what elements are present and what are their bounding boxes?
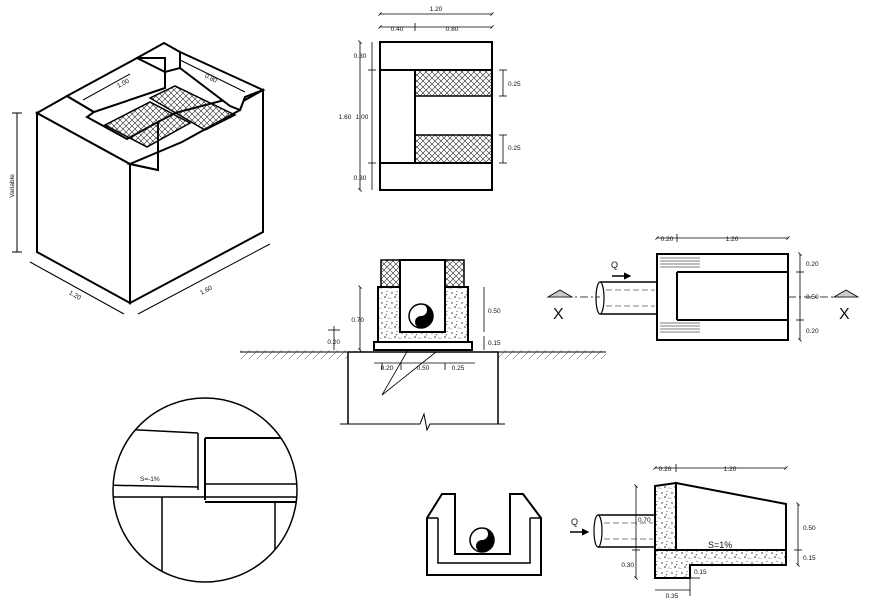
section-x-dim-bottom: 0.35 xyxy=(666,593,679,600)
section-x-dimension-lines xyxy=(632,464,802,596)
section-x-dim-top-left: 0.20 xyxy=(659,466,672,473)
section-x-pipe xyxy=(593,514,656,548)
section-x-dim-height-bottom: 0.30 xyxy=(621,562,634,569)
section-ground-left xyxy=(240,350,348,359)
plan-x-dim-right: 1.20 xyxy=(726,236,739,243)
plan-x-dim-left: 0.20 xyxy=(661,236,674,243)
plan-x-outline xyxy=(656,253,789,341)
iso-dim-height: Variable xyxy=(9,174,16,198)
section-marker-right-icon xyxy=(832,289,860,298)
plan-outline xyxy=(379,41,493,191)
plan-x-flow-label: Q xyxy=(611,260,618,270)
section-x-view: Q S=1% 0.20 1.20 0.70 0.30 0.50 0.15 0.1… xyxy=(570,464,816,600)
section-dim-bottom-right: 0.25 xyxy=(452,365,465,372)
section-x-dim-top-right: 1.20 xyxy=(724,466,737,473)
iso-grate-left xyxy=(103,101,192,148)
section-x-dim-right-bottom: 0.15 xyxy=(803,555,816,562)
detail-slope-label: S=-1% xyxy=(140,476,160,483)
plan-dim-left: 0.40 xyxy=(391,26,404,33)
plan-grate-bottom xyxy=(414,134,493,164)
plan-x-hatch xyxy=(660,257,700,333)
section-dim-bottom-left: 0.20 xyxy=(381,365,394,372)
trap-icon xyxy=(469,527,495,553)
section-grate-right xyxy=(444,259,465,288)
section-x-body xyxy=(675,481,787,551)
section-base-slab xyxy=(373,341,473,351)
section-view: 0.70 0.50 0.15 0.20 0.20 0.50 0.25 xyxy=(240,259,606,432)
plan-dim-total-width: 1.20 xyxy=(430,6,443,13)
trap-icon xyxy=(408,303,434,329)
section-dimension-lines xyxy=(328,285,485,396)
iso-dim-length: 1.60 xyxy=(199,284,214,296)
plan-x-section-right: X xyxy=(839,306,850,323)
section-dim-bottom-mid: 0.50 xyxy=(417,365,430,372)
section-grate-left xyxy=(380,259,401,288)
section-x-floor xyxy=(654,549,787,579)
plan-dim-total-height: 1.60 xyxy=(339,114,352,121)
plan-grate-top xyxy=(414,69,493,97)
section-x-dim-height-left: 0.70 xyxy=(638,517,651,524)
section-x-flow-label: Q xyxy=(571,517,578,527)
plan-x-dimension-lines xyxy=(655,234,804,342)
section-dim-base: 0.15 xyxy=(488,340,501,347)
iso-dimension-lines xyxy=(12,59,271,315)
plan-dim-top: 0.30 xyxy=(354,53,367,60)
section-dim-overall-height: 0.70 xyxy=(351,317,364,324)
iso-grate-right xyxy=(148,85,237,131)
plan-x-view: Q X X 0.20 1.20 0.20 0.50 0.20 xyxy=(546,234,860,342)
end-elevation xyxy=(426,493,542,576)
plan-dimension-lines xyxy=(358,12,507,192)
plan-x-section-left: X xyxy=(553,306,564,323)
plan-view: 1.20 0.40 0.80 0.30 1.00 1.60 0.30 0.25 … xyxy=(339,6,521,192)
plan-dim-right: 0.80 xyxy=(446,26,459,33)
detail-view: S=-1% xyxy=(112,397,298,583)
iso-box-body xyxy=(34,41,266,305)
iso-dim-width: 1.20 xyxy=(67,290,82,302)
section-dim-inner-height: 0.50 xyxy=(488,308,501,315)
plan-x-dim-top: 0.20 xyxy=(806,261,819,268)
plan-dim-grate-top: 0.25 xyxy=(508,81,521,88)
section-x-slope-label: S=1% xyxy=(708,540,732,550)
plan-dim-bottom: 0.30 xyxy=(354,175,367,182)
plan-dim-grate-bottom: 0.25 xyxy=(508,145,521,152)
plan-x-pipe xyxy=(595,281,658,315)
plan-x-dim-middle: 0.50 xyxy=(806,294,819,301)
section-dim-ground: 0.20 xyxy=(327,339,340,346)
section-marker-left-icon xyxy=(546,289,574,298)
section-ground-right xyxy=(498,350,606,359)
plan-x-dim-bottom: 0.20 xyxy=(806,328,819,335)
section-x-wall xyxy=(654,481,677,551)
plan-dim-middle: 1.00 xyxy=(356,114,369,121)
isometric-view: Variable 1.20 1.60 1.00 0.80 xyxy=(9,41,271,315)
section-x-dim-right-top: 0.50 xyxy=(803,525,816,532)
section-x-dim-step: 0.15 xyxy=(694,569,707,576)
detail-circle xyxy=(112,397,298,583)
